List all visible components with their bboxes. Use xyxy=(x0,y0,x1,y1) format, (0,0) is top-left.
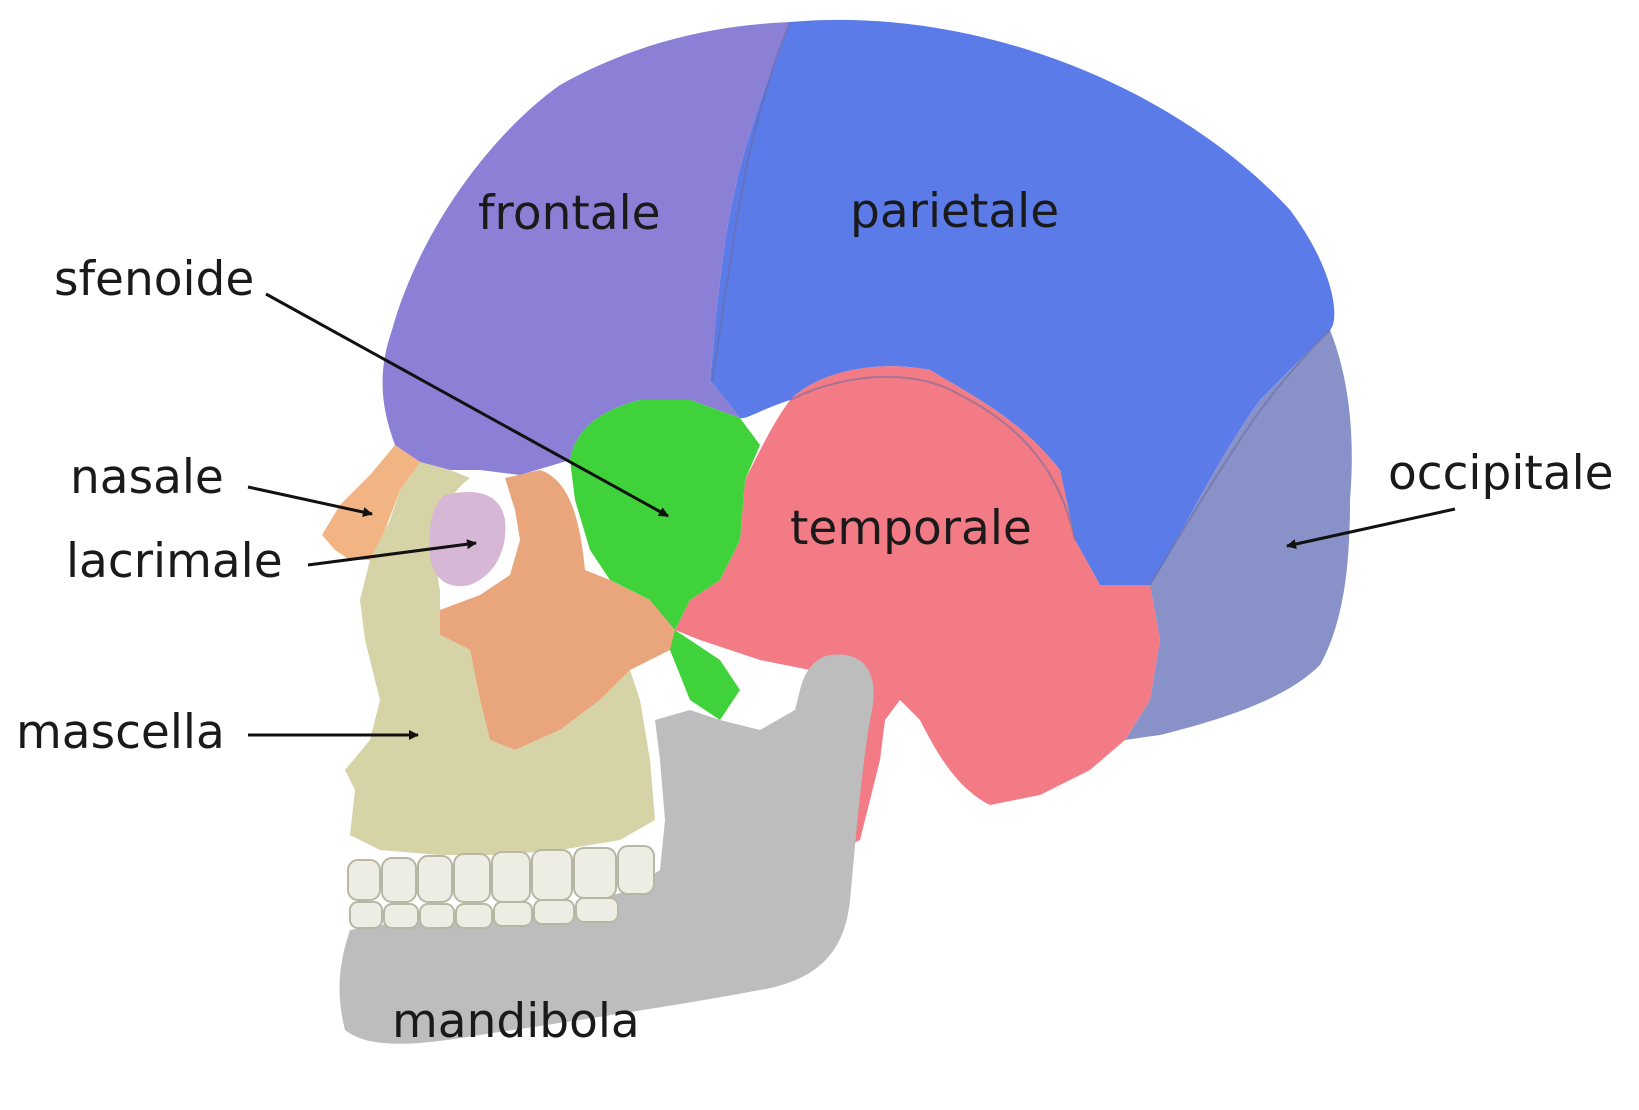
teeth xyxy=(348,846,654,928)
label-frontale: frontale xyxy=(478,190,661,237)
lacrimal-bone xyxy=(430,492,506,586)
label-parietale: parietale xyxy=(850,188,1059,235)
label-occipitale: occipitale xyxy=(1388,450,1614,497)
label-nasale: nasale xyxy=(70,454,224,501)
label-mascella: mascella xyxy=(16,709,225,756)
label-lacrimale: lacrimale xyxy=(66,538,283,585)
label-mandibola: mandibola xyxy=(392,998,640,1045)
label-sfenoide: sfenoide xyxy=(54,256,254,303)
label-temporale: temporale xyxy=(790,505,1032,552)
